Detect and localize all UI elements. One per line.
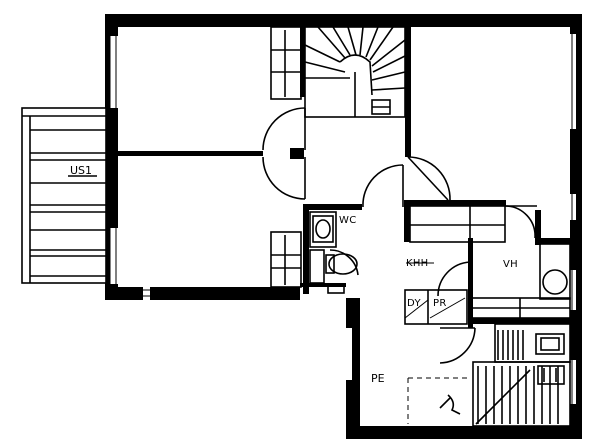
room-label-wc: WC	[339, 215, 356, 226]
wc-room: WC	[309, 211, 358, 294]
room-label-dryer: DY	[407, 298, 421, 309]
room-label-entry: PE	[371, 372, 385, 385]
exterior-walls	[105, 14, 582, 439]
balcony: US1	[21, 107, 107, 284]
wardrobe-upper	[270, 26, 302, 100]
bath-area	[494, 323, 571, 385]
entry-hall: PE	[371, 361, 571, 427]
wardrobe-lower	[270, 231, 302, 288]
room-label-pr: PR	[433, 298, 447, 309]
windows	[109, 34, 579, 404]
staircase	[304, 26, 406, 118]
closets: DY PR	[404, 289, 468, 325]
kitchen-corridor: KHH	[406, 205, 506, 269]
room-label-laundry: VH	[503, 259, 518, 270]
room-label-balcony: US1	[70, 164, 92, 177]
laundry-room: VH	[471, 243, 571, 319]
